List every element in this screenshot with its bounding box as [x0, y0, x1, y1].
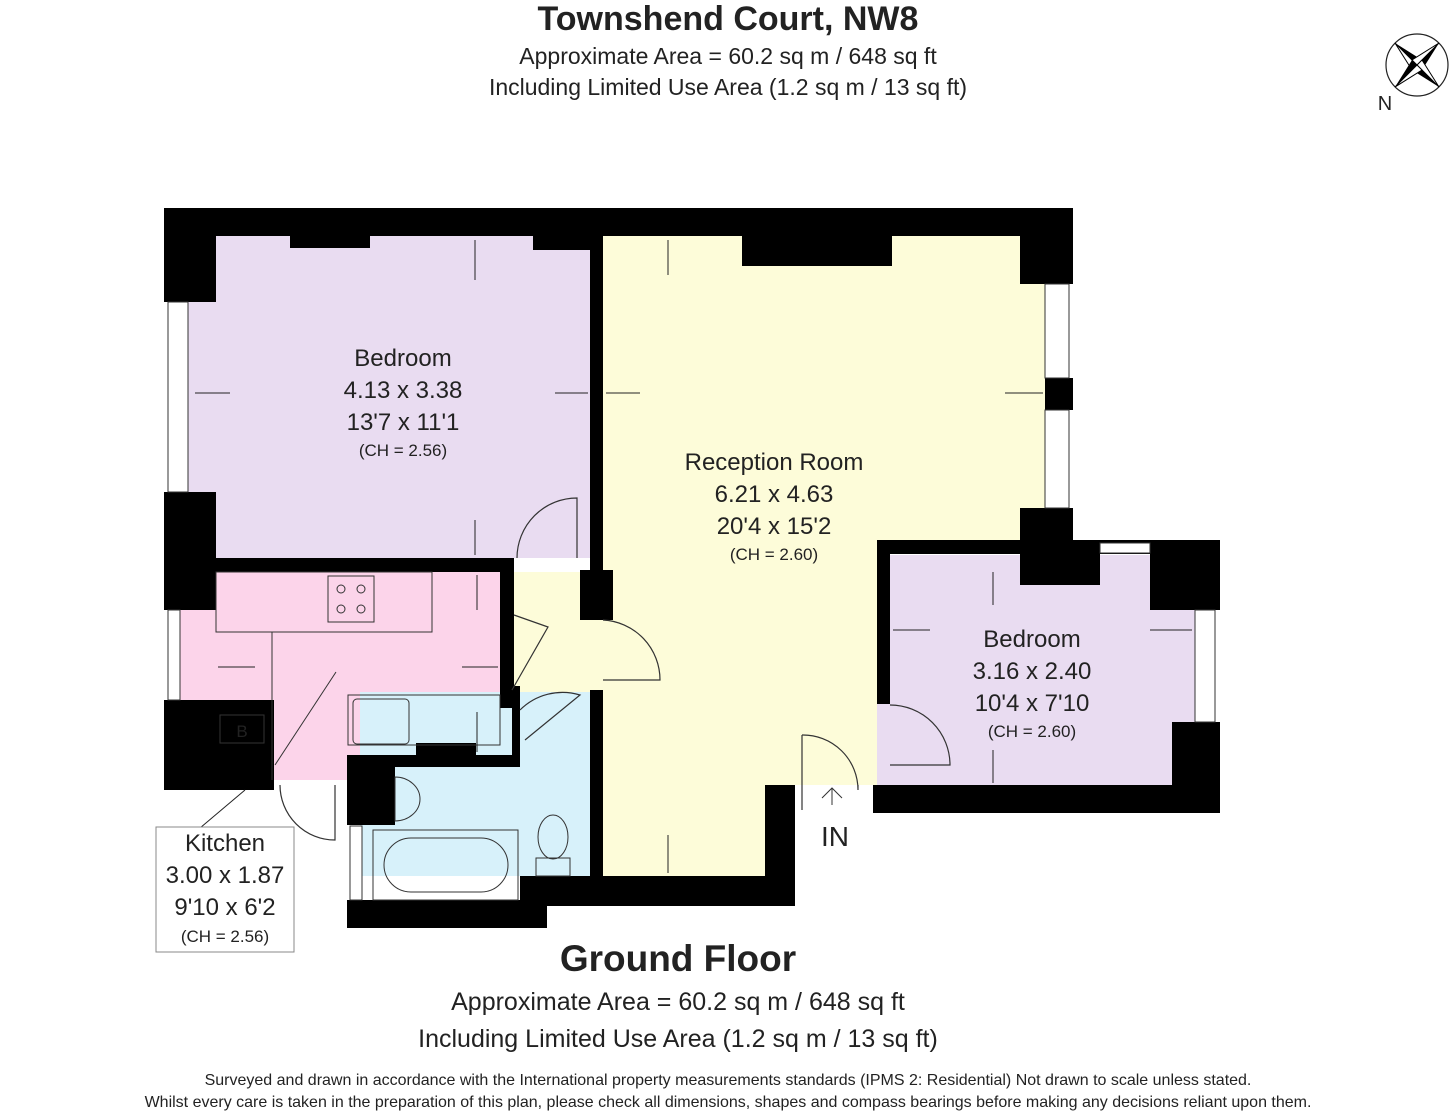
compass-icon: N: [1378, 33, 1449, 115]
bedroom-1-fill: [180, 236, 592, 558]
room-imperial: 20'4 x 15'2: [717, 513, 832, 540]
hob-icon: [327, 575, 375, 623]
room-name: Bedroom: [983, 626, 1080, 653]
windows: [167, 283, 1216, 901]
boiler-icon: [219, 714, 265, 744]
entry-direction-line: [274, 671, 337, 766]
reception-fill: [603, 236, 1045, 876]
room-metric: 4.13 x 3.38: [344, 377, 463, 404]
room-imperial: 10'4 x 7'10: [975, 690, 1090, 717]
floor-limited-area: Including Limited Use Area (1.2 sq m / 1…: [418, 1025, 938, 1053]
disclaimer-line-1: Surveyed and drawn in accordance with th…: [204, 1072, 1252, 1089]
floor-area: Approximate Area = 60.2 sq m / 648 sq ft: [451, 988, 905, 1016]
room-imperial: 9'10 x 6'2: [174, 894, 275, 921]
floor-name: Ground Floor: [559, 938, 797, 979]
room-metric: 6.21 x 4.63: [715, 481, 834, 508]
basin-icon: [394, 776, 421, 822]
room-name: Bedroom: [354, 345, 451, 372]
kitchen-label-box: [155, 826, 295, 953]
room-metric: 3.16 x 2.40: [973, 658, 1092, 685]
room-label-bedroom-1: Bedroom 4.13 x 3.38 13'7 x 11'1 (CH = 2.…: [344, 345, 463, 460]
room-label-reception: Reception Room 6.21 x 4.63 20'4 x 15'2 (…: [685, 449, 864, 564]
toilet-icon: [537, 814, 569, 860]
plan-title: Townshend Court, NW8: [537, 0, 919, 38]
room-name: Kitchen: [185, 830, 265, 857]
room-ceiling: (CH = 2.60): [730, 545, 818, 564]
bedroom-2-fill: [877, 555, 1195, 785]
disclaimer-line-2: Whilst every care is taken in the prepar…: [144, 1094, 1312, 1111]
room-imperial: 13'7 x 11'1: [347, 409, 460, 436]
boiler-label: B: [236, 722, 247, 741]
plan-area: Approximate Area = 60.2 sq m / 648 sq ft: [519, 43, 937, 69]
entrance-label: IN: [821, 821, 849, 852]
room-label-kitchen: Kitchen 3.00 x 1.87 9'10 x 6'2 (CH = 2.5…: [166, 830, 285, 946]
bathroom-fill: [360, 692, 600, 876]
bath-icon: [372, 829, 519, 901]
plan-limited-area: Including Limited Use Area (1.2 sq m / 1…: [488, 74, 968, 100]
entrance-arrow-icon: [821, 787, 843, 805]
dimension-arrows: [195, 240, 1192, 873]
doors: [279, 497, 951, 841]
room-metric: 3.00 x 1.87: [166, 862, 285, 889]
room-name: Reception Room: [685, 449, 864, 476]
room-label-bedroom-2: Bedroom 3.16 x 2.40 10'4 x 7'10 (CH = 2.…: [973, 626, 1092, 741]
room-ceiling: (CH = 2.56): [181, 927, 269, 946]
walls: [164, 208, 1220, 928]
compass-north-label: N: [1378, 93, 1392, 115]
fixtures: [215, 571, 571, 901]
sink-icon: [352, 698, 410, 745]
room-ceiling: (CH = 2.60): [988, 722, 1076, 741]
room-ceiling: (CH = 2.56): [359, 441, 447, 460]
